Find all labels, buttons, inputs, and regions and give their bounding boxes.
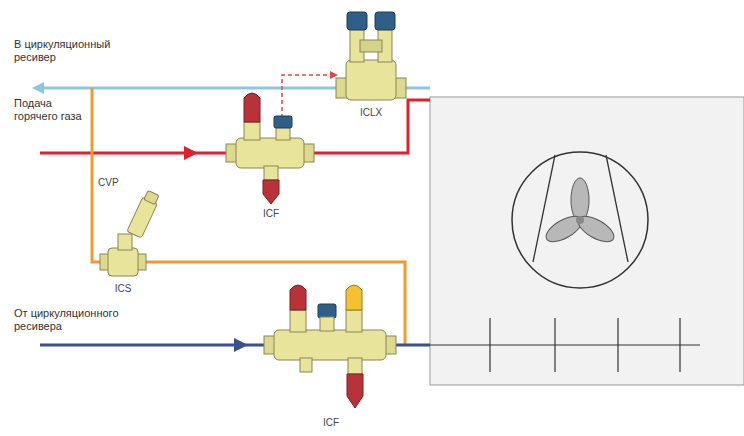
icf-valve [226,93,314,204]
valve-label: ICF [245,207,297,220]
ics-cvp-valve [100,190,161,276]
icf-liquid-valve [264,285,396,408]
valve-label: CVP [98,176,134,189]
iclx-valve [336,12,406,100]
pipe-label: В циркуляционный ресивер [14,38,126,64]
evaporator [430,97,744,385]
pipe-label: Подача горячего газа [14,97,84,123]
valve-label: ICS [103,282,143,295]
valve-label: ICF [305,416,357,429]
valve-label: ICLX [345,106,397,119]
pipe-label: От циркуляционного ресивера [14,307,138,333]
